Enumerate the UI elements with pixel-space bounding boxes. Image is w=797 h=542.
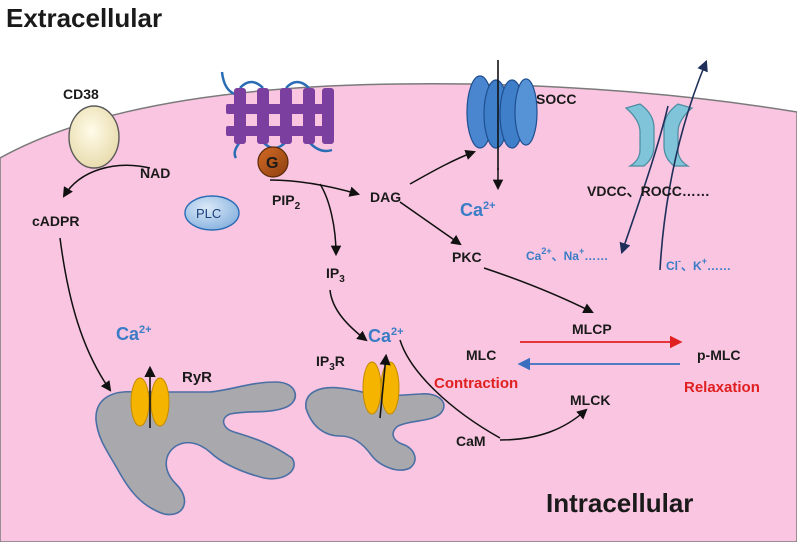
relaxation-label: Relaxation <box>684 379 760 396</box>
socc-channel <box>466 60 538 170</box>
ip3r-channel <box>362 353 400 419</box>
vdcc-rocc-label: VDCC、ROCC…… <box>587 183 710 199</box>
pkc-label: PKC <box>452 249 482 265</box>
cd38-label: CD38 <box>63 86 99 102</box>
cadpr-to-ryr-arrow <box>59 237 112 392</box>
dag-to-pkc-arrow <box>399 201 462 246</box>
cam-label: CaM <box>456 433 486 449</box>
pip2-label: PIP2 <box>272 192 301 212</box>
ip3-to-ip3r-arrow <box>329 289 368 342</box>
cadpr-label: cADPR <box>32 213 79 229</box>
plc-label: PLC <box>196 206 221 221</box>
contraction-label: Contraction <box>434 375 518 392</box>
pkc-to-mlcp-arrow <box>483 267 594 313</box>
ryr-channel <box>130 365 170 428</box>
cam-to-mlck-arrow <box>499 408 588 441</box>
vdcc-rocc-channel <box>624 103 694 167</box>
calcium-ip3r-label: Ca2+ <box>368 326 404 346</box>
vdcc-efflux-arrow <box>659 59 708 271</box>
gpcr-receptor <box>220 71 334 159</box>
p-mlc-label: p-MLC <box>697 347 741 363</box>
ryr-label: RyR <box>182 369 212 386</box>
pip2-to-dag-arrow <box>269 179 361 197</box>
dag-label: DAG <box>370 189 401 205</box>
extracellular-label: Extracellular <box>6 3 162 33</box>
mlck-label: MLCK <box>570 392 610 408</box>
vdcc-influx-arrow <box>619 105 669 255</box>
dag-to-socc-arrow <box>409 149 476 185</box>
cd38-receptor <box>68 105 120 169</box>
mlc-label: MLC <box>466 347 496 363</box>
g-protein <box>257 146 289 178</box>
calcium-socc-label: Ca2+ <box>460 200 496 220</box>
ip3r-label: IP3R <box>316 353 345 373</box>
pip2-to-ip3-arrow <box>319 183 342 257</box>
nad-label: NAD <box>140 165 170 181</box>
ip3-label: IP3 <box>326 265 345 285</box>
plc-enzyme <box>184 195 240 231</box>
nad-to-cadpr-arrow <box>62 164 151 198</box>
mlcp-label: MLCP <box>572 321 612 337</box>
ions-right-label: Cl-、K+…… <box>666 256 731 273</box>
ions-left-label: Ca2+、Na+…… <box>526 246 608 263</box>
socc-label: SOCC <box>536 91 576 107</box>
calcium-ryr-label: Ca2+ <box>116 324 152 344</box>
g-protein-label: G <box>266 155 278 172</box>
intracellular-label: Intracellular <box>546 488 693 518</box>
ca-to-cam-arrow <box>399 339 501 439</box>
